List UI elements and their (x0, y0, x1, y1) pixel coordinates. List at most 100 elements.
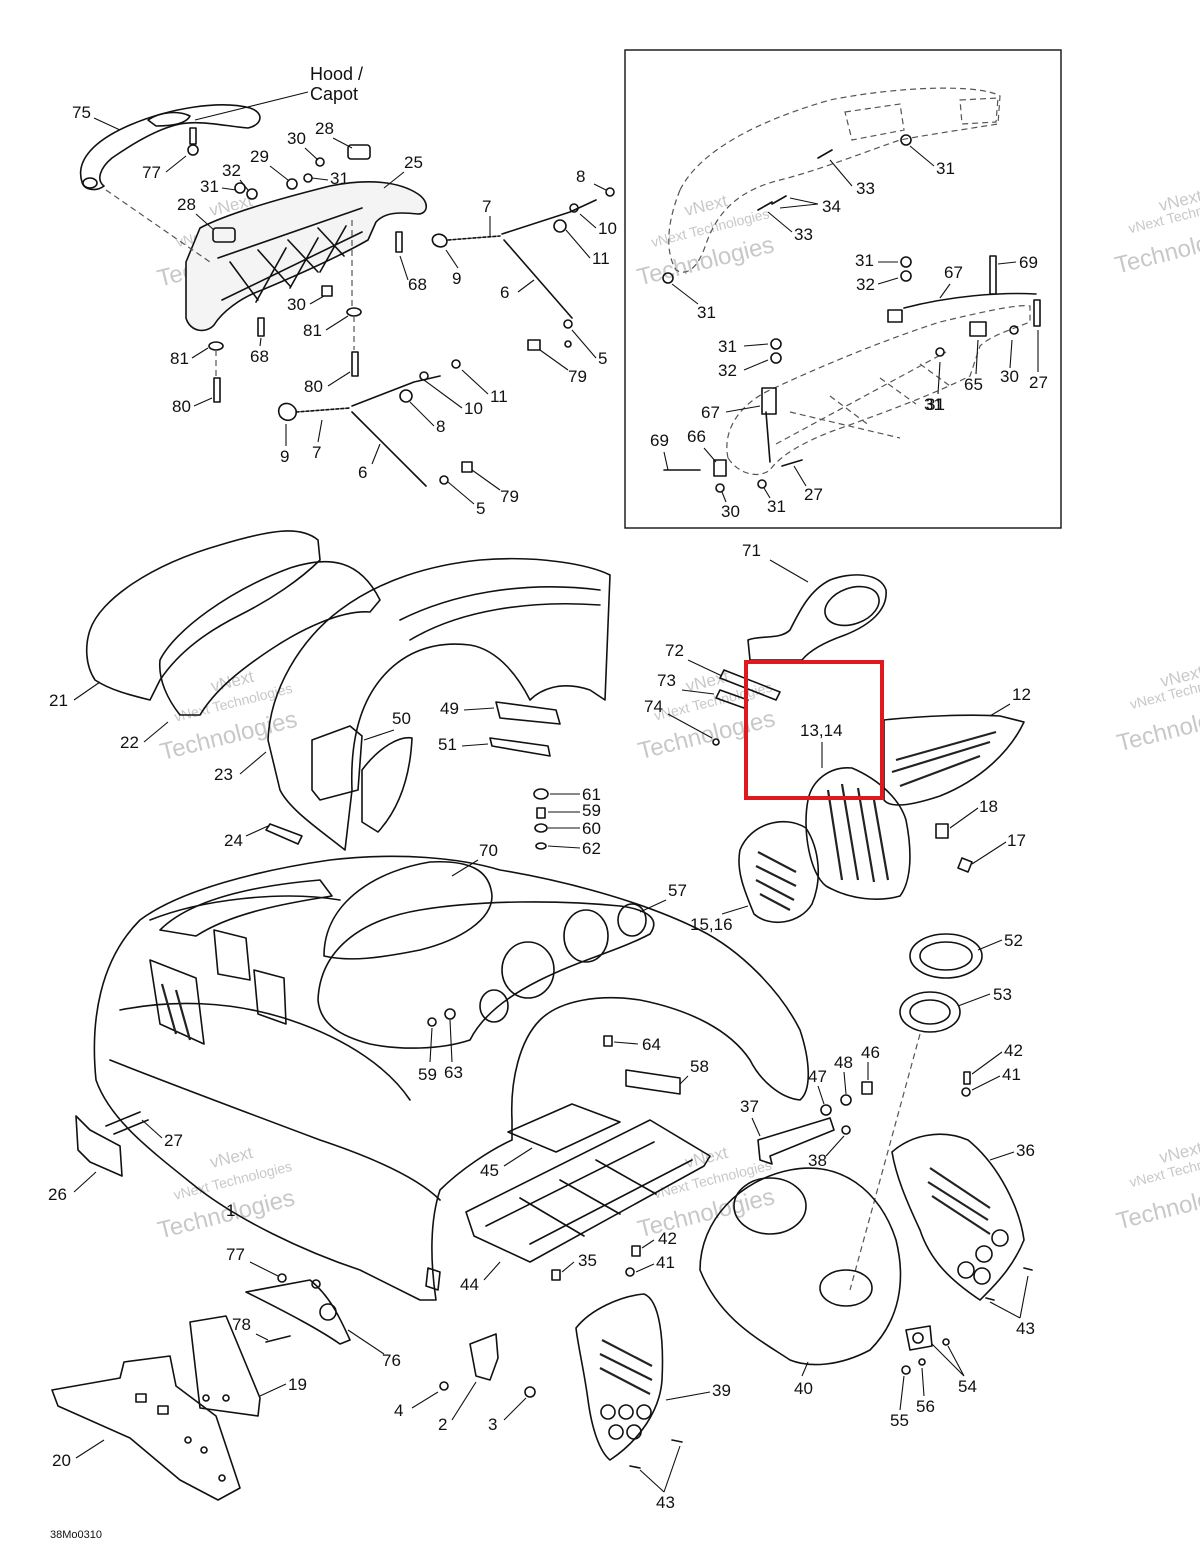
nut-56 (918, 1358, 926, 1366)
inset-nut (900, 134, 912, 146)
callout: 38 (808, 1151, 827, 1170)
bumper-pad (212, 227, 236, 243)
callout: 11 (490, 387, 508, 406)
watermarks: vNext vNext Technologies Technologies vN… (155, 186, 1200, 1245)
callout: 11 (592, 249, 610, 268)
callout: 15,16 (690, 915, 733, 934)
side-panel-39 (575, 1293, 664, 1461)
air-intake-71 (747, 574, 887, 661)
callout: 28 (177, 195, 196, 214)
callout: 30 (1000, 367, 1019, 386)
watermark: vNext vNext Technologies Technologies (155, 1143, 297, 1245)
body-shell-outline (93, 855, 810, 1301)
vent-12 (883, 714, 1025, 806)
callout: 6 (358, 463, 367, 482)
side-panel-39-hole (636, 1404, 652, 1420)
callout: 78 (232, 1315, 251, 1334)
washer (234, 182, 246, 194)
hinge-arm-eye (82, 177, 98, 189)
assembly-axis (215, 220, 355, 378)
callout: 27 (164, 1131, 183, 1150)
watermark: vNext vNext Technologies Technologies (1114, 1138, 1200, 1235)
callout: 33 (856, 179, 875, 198)
hood-assembly: Hood / Capot 75 77 28 30 29 32 31 25 28 … (72, 64, 617, 518)
inset-bracket-truss (775, 351, 951, 445)
cable-rod (351, 411, 427, 487)
callout: 41 (1002, 1065, 1021, 1084)
callout: 60 (582, 819, 601, 838)
callout: 40 (794, 1379, 813, 1398)
callout: 31 (855, 251, 874, 270)
callout: 61 (582, 785, 601, 804)
callout: 45 (480, 1161, 499, 1180)
inset-latch (887, 309, 903, 323)
panel-21 (85, 530, 321, 701)
callout: 4 (394, 1401, 403, 1420)
cable (351, 375, 441, 407)
callout: 63 (444, 1063, 463, 1082)
shell-vent-left-grille (160, 983, 192, 1041)
inset-rod (989, 255, 997, 295)
inset-nut (900, 256, 912, 268)
part-scoop (361, 736, 413, 833)
callout: 79 (500, 487, 519, 506)
panel-23-edge (399, 586, 601, 641)
shell-vent-right (253, 969, 287, 1025)
callout: 43 (656, 1493, 675, 1512)
washer-63 (444, 1008, 456, 1020)
hood-bracket-truss (217, 207, 363, 303)
gauge-small (617, 903, 647, 937)
callout: 8 (576, 167, 585, 186)
callout: 31 (718, 337, 737, 356)
nut (605, 187, 615, 197)
hinge-arm-inner (147, 111, 191, 127)
callouts-middle: 71 12 72 73 74 21 22 23 24 50 49 51 61 (49, 541, 1031, 934)
bolt (213, 377, 221, 403)
watermark: vNext vNext Technologies Technologies (1112, 186, 1200, 279)
inset-cable-lower (765, 411, 771, 463)
callouts-top-left: 75 77 28 30 29 32 31 25 28 31 68 30 81 (72, 103, 617, 518)
screw-42 (963, 1071, 971, 1085)
callout: 32 (222, 161, 241, 180)
screw-64 (603, 1035, 613, 1047)
bumper-pad (347, 144, 371, 160)
callout: 7 (312, 443, 321, 462)
callout: 6 (500, 283, 509, 302)
plate-20-hole (218, 1474, 226, 1482)
screw (189, 127, 197, 145)
watermark: vNext vNext Technologies Technologies (634, 191, 776, 291)
callout: 32 (856, 275, 875, 294)
callout: 36 (1016, 1141, 1035, 1160)
callout: 71 (742, 541, 761, 560)
screw-17 (957, 857, 973, 873)
inset-washer (770, 352, 782, 364)
callout: 28 (315, 119, 334, 138)
inset-bracket (726, 305, 1031, 476)
plate-20 (51, 1355, 241, 1501)
latch-cable-upper (431, 187, 615, 351)
callout: 80 (172, 397, 191, 416)
nut (451, 359, 461, 369)
mat-45 (507, 1103, 621, 1153)
lower-parts: 52 53 64 59 63 58 42 41 47 48 46 37 38 (48, 931, 1035, 1512)
nut (303, 173, 313, 183)
callout: 5 (476, 499, 485, 518)
side-panel-36-grille (927, 1167, 991, 1235)
bracket-26 (75, 1115, 123, 1177)
callout: 10 (598, 219, 617, 238)
callout: 68 (250, 347, 269, 366)
callout: 19 (288, 1375, 307, 1394)
callout: 37 (740, 1097, 759, 1116)
callout: 21 (49, 691, 68, 710)
callout: 66 (687, 427, 706, 446)
screw-54 (942, 1338, 950, 1346)
callout: 31 (200, 177, 219, 196)
callout: 70 (479, 841, 498, 860)
callout: 59 (418, 1065, 437, 1084)
clip (419, 371, 429, 381)
callout: 65 (964, 375, 983, 394)
inset-screw (757, 479, 767, 489)
ring-53 (899, 991, 961, 1033)
callout: 39 (712, 1381, 731, 1400)
washer (346, 307, 362, 317)
